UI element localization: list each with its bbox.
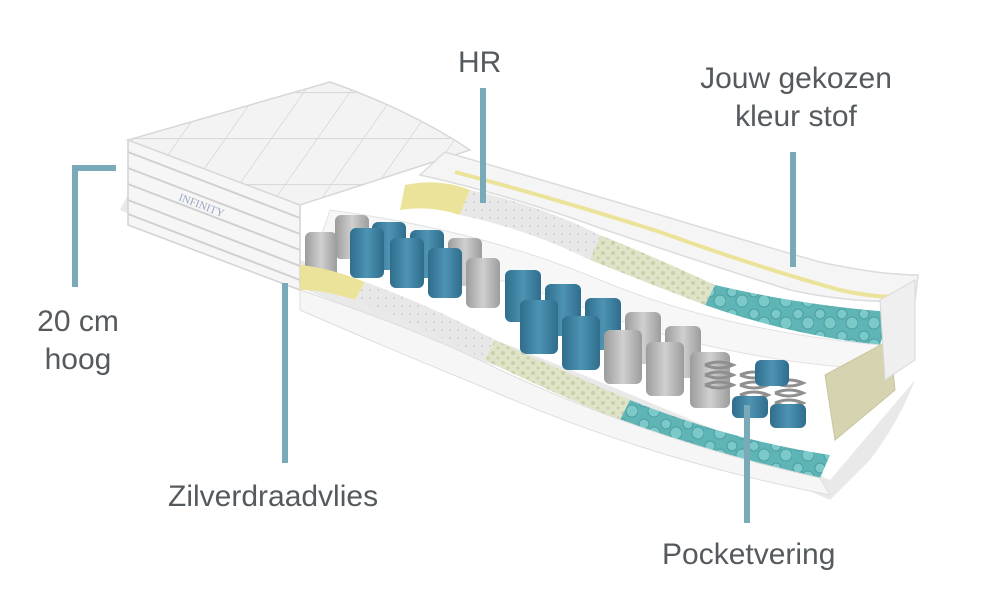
- teal-bottom-layer: [620, 400, 830, 478]
- mattress-top-cover: [125, 81, 472, 206]
- label-pocket-springs: Pocketvering: [662, 538, 836, 571]
- silver-fleece-layer: [355, 282, 495, 360]
- pocket-springs: [305, 215, 807, 428]
- leader-line-hr: [480, 88, 486, 203]
- label-hr: HR: [458, 46, 502, 79]
- leader-line-pocket: [744, 405, 750, 523]
- hr-layer: [460, 190, 600, 260]
- label-height-line2: hoog: [44, 343, 112, 376]
- label-fabric-line2: kleur stof: [735, 100, 857, 133]
- leader-line-fabric: [790, 152, 796, 267]
- label-height-line1: 20 cm: [37, 305, 119, 338]
- latex-bottom-layer: [300, 265, 365, 300]
- latex-top-layer: [400, 182, 470, 215]
- teal-top-layer: [705, 285, 890, 345]
- leader-line-height-vertical: [72, 165, 78, 287]
- leader-line-height-horizontal: [72, 165, 116, 171]
- label-silver-fleece: Zilverdraadvlies: [168, 480, 379, 513]
- mattress-left-side: INFINITY: [127, 138, 301, 292]
- leader-line-silver: [282, 283, 288, 463]
- mattress-end-section: [824, 339, 896, 441]
- label-fabric-line1: Jouw gekozen: [700, 62, 892, 95]
- label-fabric: Jouw gekozen kleur stof: [676, 60, 916, 136]
- label-height: 20 cm hoog: [18, 303, 138, 379]
